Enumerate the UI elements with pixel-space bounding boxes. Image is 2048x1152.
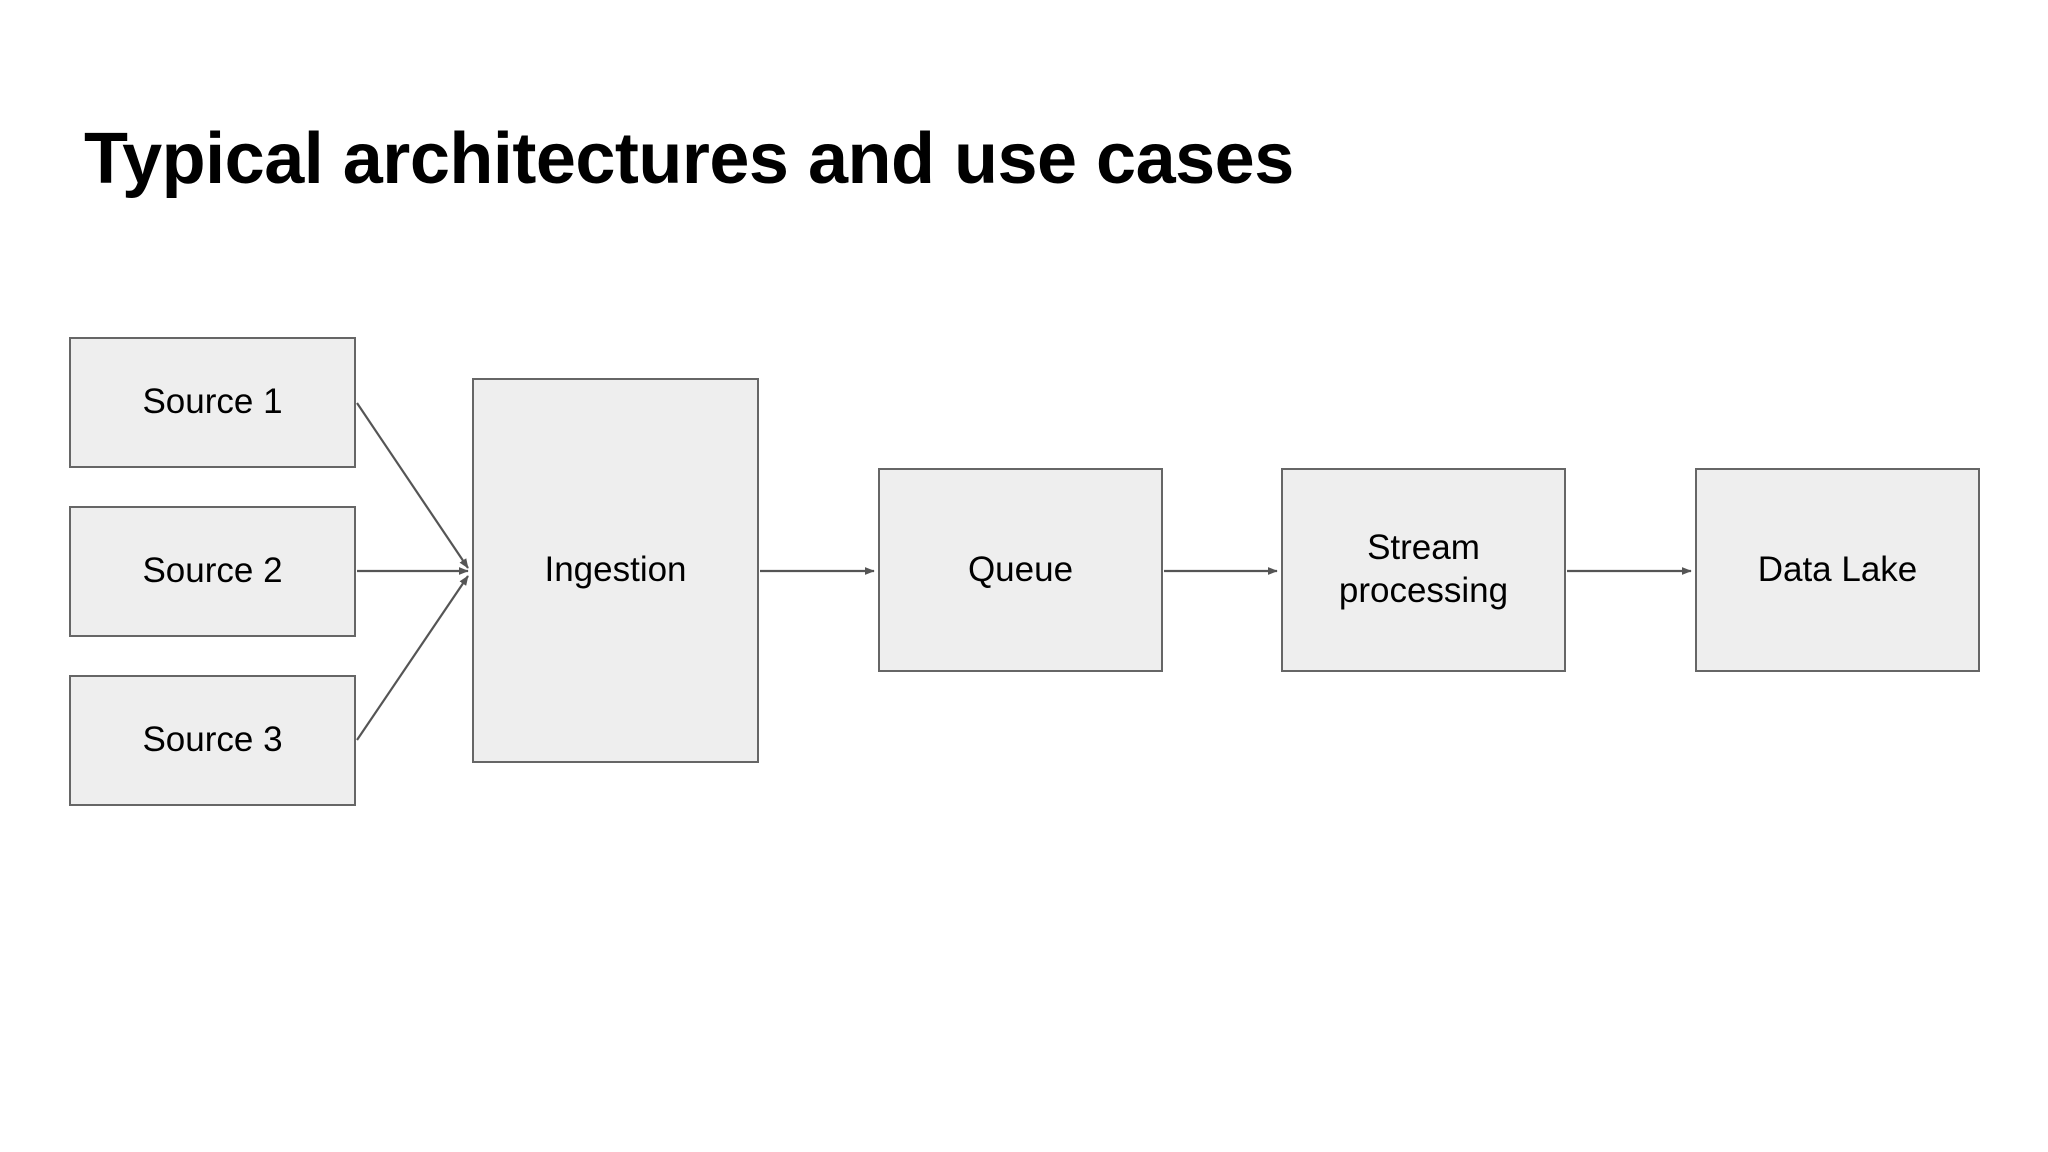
node-source-1[interactable]: Source 1 bbox=[69, 337, 356, 468]
node-source-2[interactable]: Source 2 bbox=[69, 506, 356, 637]
edge-source-1-to-ingestion bbox=[356, 402, 469, 569]
node-queue-label: Queue bbox=[967, 549, 1074, 589]
node-queue[interactable]: Queue bbox=[878, 468, 1163, 672]
node-ingestion-label: Ingestion bbox=[544, 550, 687, 590]
node-stream-processing[interactable]: Stream processing bbox=[1281, 468, 1566, 672]
node-source-3-label: Source 3 bbox=[142, 720, 283, 760]
node-ingestion[interactable]: Ingestion bbox=[472, 378, 759, 763]
node-source-2-label: Source 2 bbox=[142, 551, 283, 591]
node-data-lake[interactable]: Data Lake bbox=[1695, 468, 1980, 672]
edge-source-3-to-ingestion bbox=[356, 575, 469, 741]
node-stream-processing-label: Stream processing bbox=[1338, 528, 1509, 610]
node-data-lake-label: Data Lake bbox=[1757, 549, 1918, 589]
node-source-1-label: Source 1 bbox=[142, 382, 283, 422]
node-source-3[interactable]: Source 3 bbox=[69, 675, 356, 806]
page-title: Typical architectures and use cases bbox=[84, 119, 1294, 199]
